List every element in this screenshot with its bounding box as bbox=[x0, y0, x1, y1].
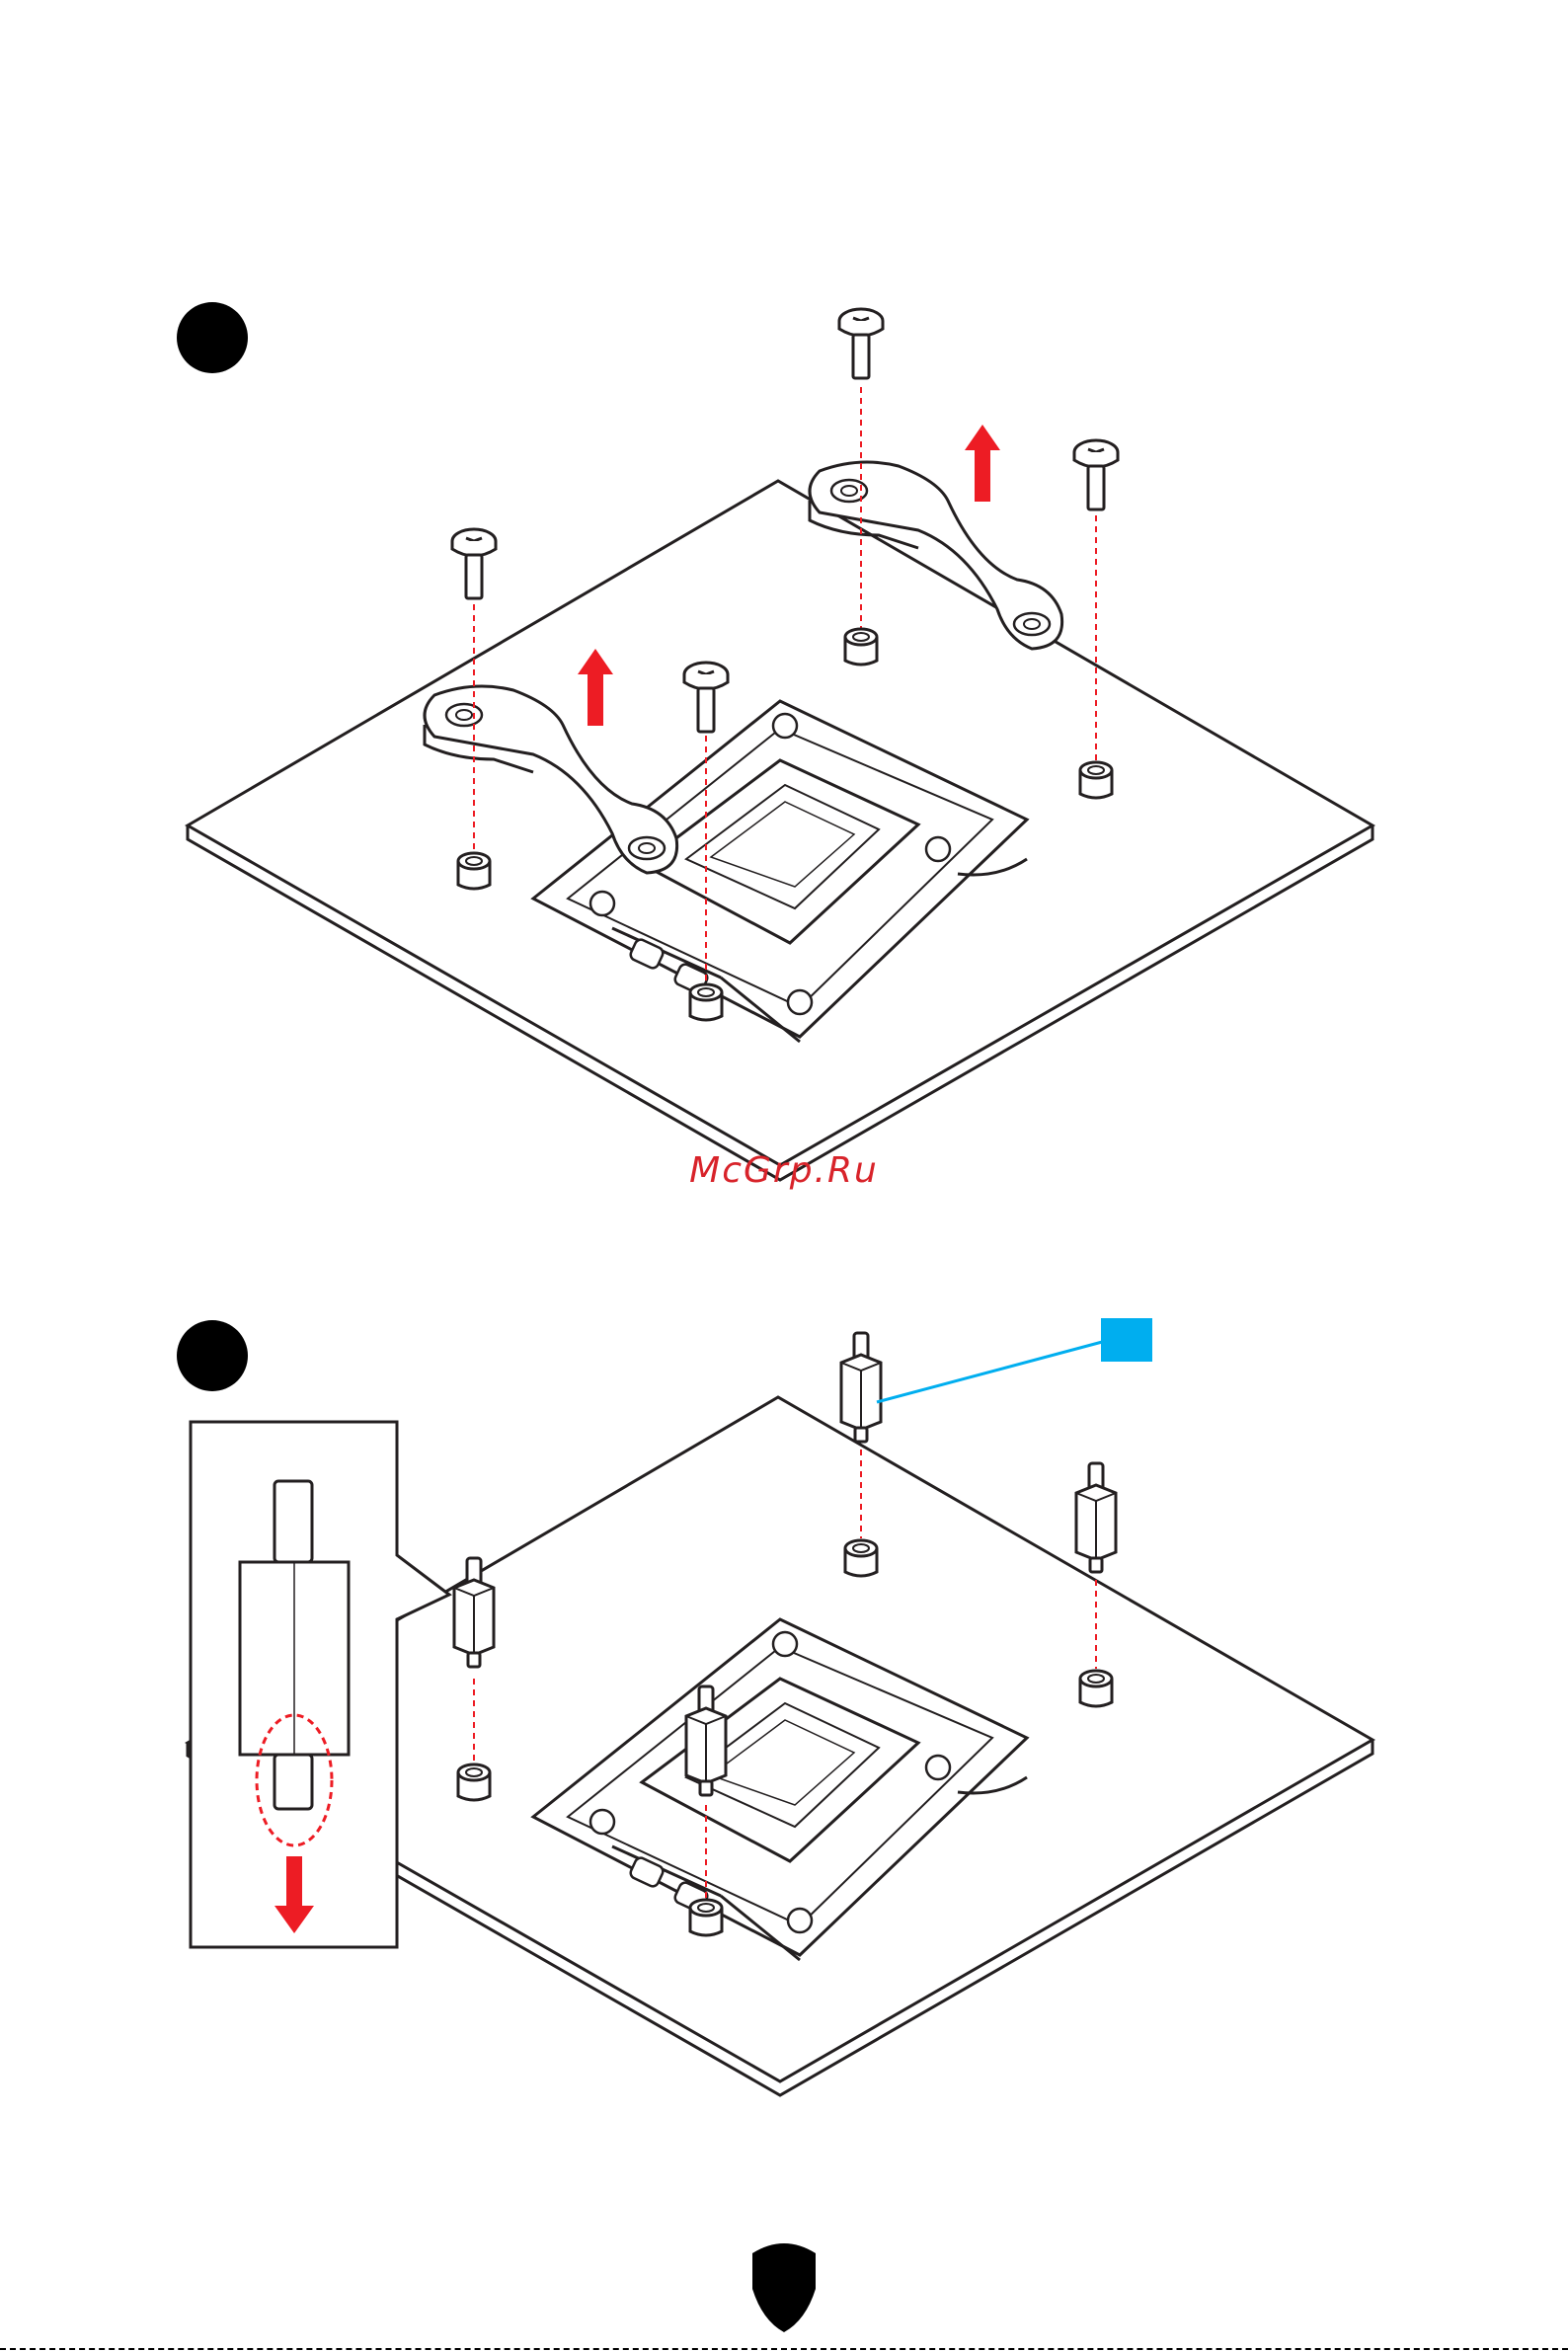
standoff-icon bbox=[1076, 1463, 1116, 1572]
backplate-nut-icon bbox=[1080, 762, 1112, 798]
callout-leader bbox=[877, 1341, 1106, 1402]
backplate-nut-icon bbox=[690, 1900, 722, 1935]
footer-divider bbox=[0, 2348, 1568, 2350]
watermark-text: McGrp.Ru bbox=[0, 1150, 1568, 1191]
backplate-nut-icon bbox=[458, 853, 490, 889]
lift-arrow-icon bbox=[965, 425, 1000, 502]
backplate-nut-icon bbox=[845, 629, 877, 665]
shield-logo-icon bbox=[752, 2243, 816, 2332]
screw-icon bbox=[839, 309, 883, 378]
callout-blue-box bbox=[1101, 1318, 1152, 1362]
standoff-icon bbox=[841, 1333, 881, 1442]
screw-icon bbox=[1074, 440, 1118, 510]
step-1-badge bbox=[177, 302, 248, 373]
backplate-nut-icon bbox=[458, 1764, 490, 1800]
backplate-nut-icon bbox=[690, 984, 722, 1020]
backplate-nut-icon bbox=[845, 1540, 877, 1576]
backplate-nut-icon bbox=[1080, 1671, 1112, 1706]
screw-icon bbox=[452, 529, 496, 598]
step-2-badge bbox=[177, 1320, 248, 1391]
